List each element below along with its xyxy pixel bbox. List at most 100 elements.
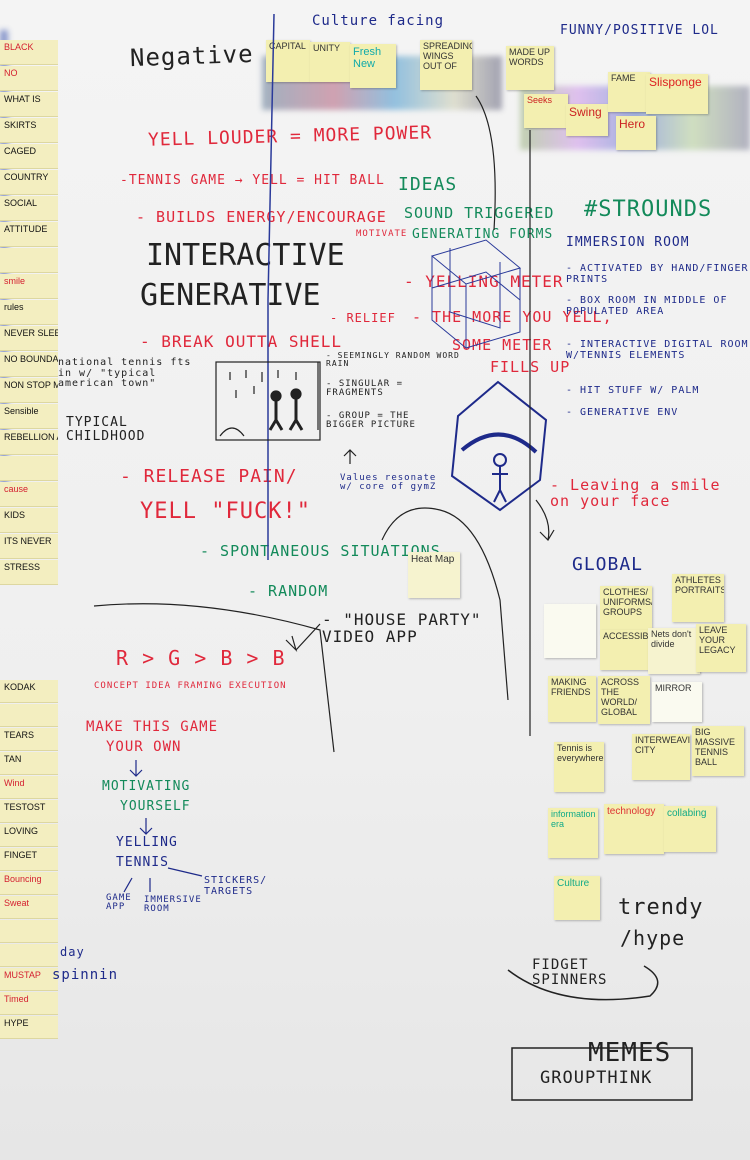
fills-up-text: FILLS UP [490,358,571,376]
seemingly-text: - SEEMINGLY RANDOM WORD RAIN [326,351,460,369]
left-sticky-note: KIDS [0,508,58,533]
left-sticky-note: TAN [0,752,58,775]
memes-text: MEMES [588,1038,672,1068]
immersive-room-text: IMMERSIVE ROOM [144,895,202,915]
groupthink-text: GROUPTHINK [540,1068,653,1088]
spinnin-text: spinnin [52,967,119,983]
sticky-note: UNITY [310,42,350,82]
ideas-text: IDEAS [398,174,458,195]
interactive-digital-text: - INTERACTIVE DIGITAL ROOM W/TENNIS ELEM… [566,339,749,361]
national-text: national tennis fts in w/ "typical ameri… [58,357,192,389]
sticky-note: FAME [608,72,650,112]
some-meter-text: SOME METER [452,336,553,354]
left-sticky-note: TEARS [0,728,58,751]
left-sticky-note: Sweat [0,896,58,919]
sticky-note: MADE UP WORDS [506,46,554,90]
game-app-text: GAME APP [106,893,132,913]
house-party-text: - "HOUSE PARTY" VIDEO APP [322,610,482,646]
sticky-note: MIRROR [652,682,702,722]
left-sticky-note: FINGET [0,848,58,871]
motivating-text: MOTIVATING [102,779,191,794]
concept-text: CONCEPT IDEA FRAMING EXECUTION [94,681,287,691]
left-sticky-note: ITS NEVER [0,534,58,559]
left-sticky-note: Sensible [0,404,58,429]
yell-louder-text: YELL LOUDER = MORE POWER [147,122,433,151]
yourself-text: YOURSELF [120,799,191,814]
interactive-title: INTERACTIVE [146,238,345,273]
sticky-note: CLOTHES/ UNIFORMS/ GROUPS [600,586,652,634]
sound-triggered-text: SOUND TRIGGERED [404,204,555,222]
sticky-note: Tennis is everywhere [554,742,604,792]
activated-text: - ACTIVATED BY HAND/FINGER PRINTS [566,263,749,285]
sticky-note: collabing [664,806,716,852]
negative-header: Negative [129,39,255,73]
sticky-note: Nets don't divide [648,628,700,674]
left-sticky-note: Bouncing [0,872,58,895]
left-sticky-note: Wind [0,776,58,799]
trendy-text: trendy [618,895,704,920]
singular-text: - SINGULAR = FRAGMENTS [326,379,404,399]
sticky-note: technology [604,804,664,854]
stickers-text: STICKERS/ TARGETS [204,875,268,897]
left-sticky-note: NON STOP MEDIA [0,378,58,403]
culture-facing-header: Culture facing [312,13,445,29]
funny-positive-header: FUNNY/POSITIVE LOL [560,23,719,38]
sticky-note: SPREADING WINGS OUT OF [420,40,472,90]
hype-text: /hype [620,926,686,950]
tennis-label: TENNIS [116,855,169,870]
global-title: GLOBAL [572,554,644,575]
leaving-smile-text: - Leaving a smile on your face [550,476,721,510]
sticky-note: Seeks [524,94,568,128]
hashtag-text: #STROUNDS [584,197,713,222]
release-pain-text: - RELEASE PAIN/ [120,466,298,487]
sticky-note: Swing [566,104,608,136]
generative-title: GENERATIVE [140,278,321,313]
day-text: day [60,945,85,959]
left-sticky-note [0,248,58,273]
left-sticky-note: REBELLION ANTI PARENT [0,430,58,455]
left-sticky-note: WHAT IS [0,92,58,117]
left-sticky-note: LOVING [0,824,58,847]
left-sticky-note: CAGED [0,144,58,169]
values-text: Values resonate w/ core of gymZ [340,473,437,493]
sticky-note: Fresh New [350,44,396,88]
yell-f-text: YELL "FUCK!" [140,499,311,524]
spontaneous-text: - SPONTANEOUS SITUATIONS [200,542,441,560]
make-game-text: MAKE THIS GAME [86,719,219,735]
hit-stuff-text: - HIT STUFF W/ PALM [566,385,700,396]
generating-forms-text: GENERATING FORMS [412,227,554,242]
motivate-text: MOTIVATE [356,229,408,239]
left-sticky-note: COUNTRY [0,170,58,195]
generative-env-text: - GENERATIVE ENV [566,407,679,418]
left-sticky-note: Timed [0,992,58,1015]
left-sticky-note: SKIRTS [0,118,58,143]
sticky-note: information era [548,808,598,858]
sticky-note: LEAVE YOUR LEGACY [696,624,746,672]
left-sticky-note: STRESS [0,560,58,585]
typical-childhood-text: TYPICAL CHILDHOOD [66,415,146,444]
sticky-note [544,604,596,658]
tennis-game-text: -TENNIS GAME → YELL = HIT BALL [120,173,385,188]
sticky-note: INTERWEAVING CITY [632,734,690,780]
sticky-note: Hero [616,116,656,150]
relief-text: - RELIEF [330,311,396,325]
group-text: - GROUP = THE BIGGER PICTURE [326,411,416,431]
left-sticky-note: ATTITUDE [0,222,58,247]
left-sticky-note [0,920,58,943]
sticky-note: Culture [554,876,600,920]
heat-map-note: Heat Map [408,552,460,598]
sticky-note: CAPITAL [266,40,310,82]
left-sticky-note: NO [0,66,58,91]
sticky-note: MAKING FRIENDS [548,676,596,722]
immersion-room-text: IMMERSION ROOM [566,235,690,250]
left-sticky-note: KODAK [0,680,58,703]
left-sticky-note: NEVER SLEEP [0,326,58,351]
left-sticky-note: rules [0,300,58,325]
sticky-note: BIG MASSIVE TENNIS BALL [692,726,744,776]
left-sticky-note: TESTOST [0,800,58,823]
fidget-spinners-text: FIDGET SPINNERS [532,957,608,988]
your-own-text: YOUR OWN [106,739,182,755]
left-sticky-note: cause [0,482,58,507]
left-sticky-note [0,456,58,481]
